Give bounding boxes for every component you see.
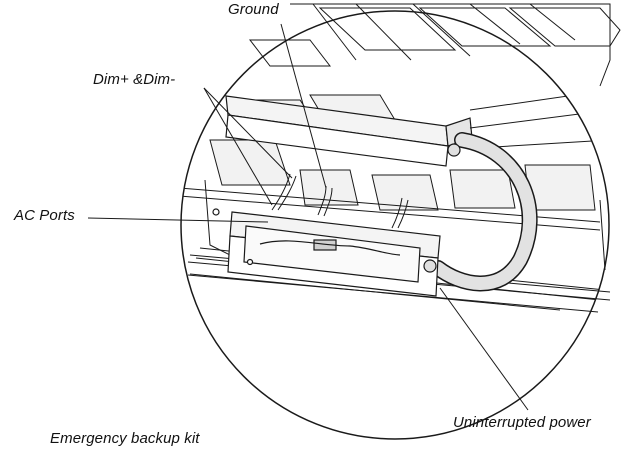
power-cable xyxy=(430,132,538,292)
dim-label: Dim+ &Dim- xyxy=(93,71,176,88)
ground-label: Ground xyxy=(228,1,279,18)
terminal-block xyxy=(212,143,461,297)
leader-dim-plus xyxy=(203,87,293,179)
leader-ground xyxy=(280,23,327,189)
uninterrupted-power-label: Uninterrupted power xyxy=(453,414,591,431)
leader-ac-ports xyxy=(87,217,269,223)
lens-content xyxy=(181,89,609,311)
bottom-caption: Emergency backup kit xyxy=(50,430,200,447)
magnifier-lens xyxy=(180,10,610,440)
leader-lines xyxy=(87,23,529,411)
leader-dim-minus xyxy=(203,87,273,206)
wires xyxy=(271,173,409,229)
leader-power xyxy=(439,287,529,411)
ac-ports-label: AC Ports xyxy=(14,207,75,224)
